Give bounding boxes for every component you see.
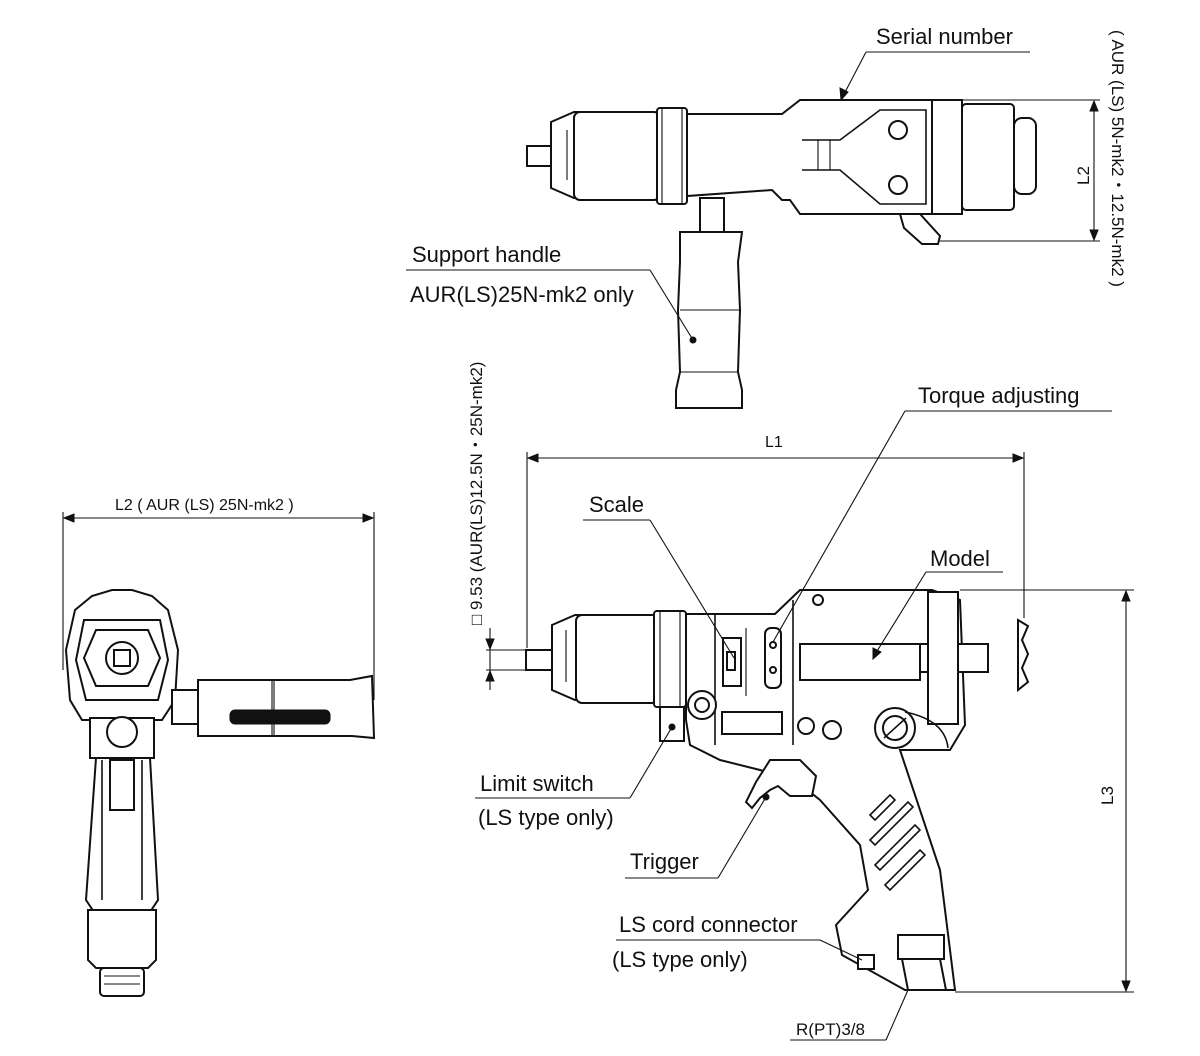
- support-handle-leader: [406, 269, 694, 341]
- support-handle-note: AUR(LS)25N-mk2 only: [410, 282, 634, 307]
- ls-cord-connector-note: (LS type only): [612, 947, 748, 972]
- top-view: [526, 99, 1100, 409]
- support-handle-label: Support handle: [412, 242, 562, 267]
- l2-side-dimension: L2 ( AUR (LS) 25N-mk2 ): [115, 497, 294, 514]
- scale-label: Scale: [589, 492, 645, 517]
- square-drive-dimension: □ 9.53 (AUR(LS)12.5N・25N-mk2): [467, 361, 486, 625]
- l3-dimension: L3: [1098, 786, 1117, 805]
- model-label: Model: [930, 546, 990, 571]
- front-view: [62, 512, 376, 997]
- air-inlet-label: R(PT)3/8: [796, 1020, 865, 1039]
- serial-number-leader: [839, 51, 1030, 102]
- side-view: [485, 452, 1134, 993]
- torque-adjusting-label: Torque adjusting: [918, 383, 1080, 408]
- l2-top-dimension: L2: [1074, 166, 1093, 185]
- trigger-label: Trigger: [630, 849, 699, 874]
- l2-top-dimension-note: ( AUR (LS) 5N-mk2・12.5N-mk2 ): [1108, 30, 1127, 287]
- ls-cord-connector-label: LS cord connector: [619, 912, 798, 937]
- l1-dimension: L1: [765, 434, 783, 451]
- serial-number-label: Serial number: [876, 24, 1013, 49]
- limit-switch-label: Limit switch: [480, 771, 594, 796]
- side-view-leaders: [475, 410, 1112, 1041]
- limit-switch-note: (LS type only): [478, 805, 614, 830]
